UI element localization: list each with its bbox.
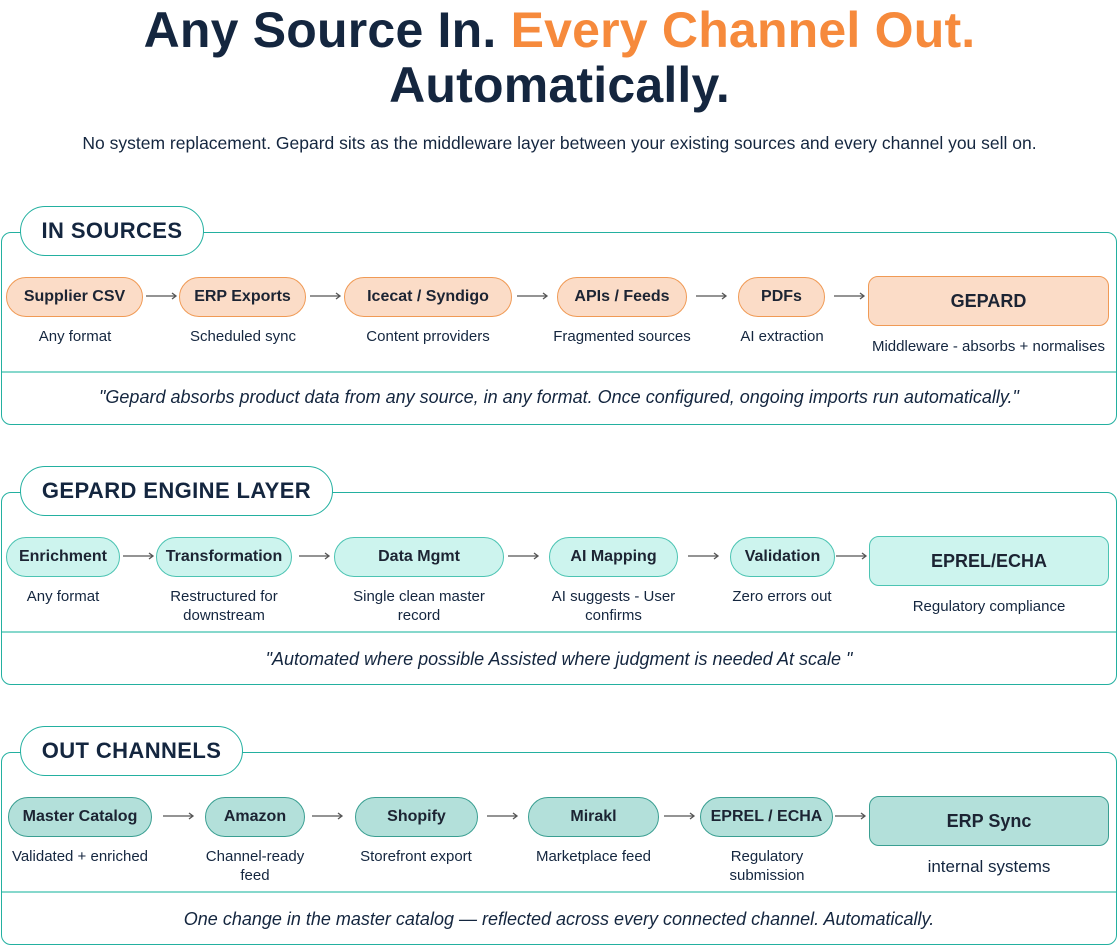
section-divider <box>2 891 1116 893</box>
section-out-channels: One change in the master catalog — refle… <box>1 752 1117 945</box>
node-gepard[interactable]: GEPARD <box>868 276 1109 326</box>
section-engine-layer: "Automated where possible Assisted where… <box>1 492 1117 685</box>
arrow-right-icon <box>833 290 867 302</box>
node-amazon[interactable]: Amazon <box>205 797 305 837</box>
section-in-sources: "Gepard absorbs product data from any so… <box>1 232 1117 425</box>
section-label-engine-layer: GEPARD ENGINE LAYER <box>20 466 333 516</box>
arrow-right-icon <box>834 810 868 822</box>
arrow-right-icon <box>695 290 729 302</box>
node-desc: Scheduled sync <box>190 328 296 345</box>
node-desc: internal systems <box>927 857 1051 876</box>
node-desc: Content prroviders <box>366 328 490 345</box>
node-desc: AI suggests - User confirms <box>551 588 676 624</box>
node-enrichment[interactable]: Enrichment <box>6 537 120 577</box>
node-erp-sync[interactable]: ERP Sync <box>869 796 1109 846</box>
node-erp-exports[interactable]: ERP Exports <box>179 277 306 317</box>
section-divider <box>2 371 1116 373</box>
node-desc: Channel-ready feed <box>205 848 305 884</box>
node-desc: Marketplace feed <box>535 848 652 865</box>
section-divider <box>2 631 1116 633</box>
node-desc: AI extraction <box>740 328 824 345</box>
node-supplier-csv[interactable]: Supplier CSV <box>6 277 143 317</box>
node-apis-feeds[interactable]: APIs / Feeds <box>557 277 687 317</box>
node-desc: Regulatory submission <box>729 848 805 884</box>
node-desc: Single clean master record <box>353 588 485 624</box>
node-master-catalog[interactable]: Master Catalog <box>8 797 152 837</box>
section-quote: One change in the master catalog — refle… <box>183 909 935 929</box>
arrow-right-icon <box>486 810 520 822</box>
hero-title-accent: Every Channel Out. <box>510 2 976 58</box>
hero-title-line1: Any Source In. Every Channel Out. <box>0 2 1119 58</box>
node-desc: Zero errors out <box>732 588 832 605</box>
arrow-right-icon <box>516 290 550 302</box>
node-desc: Storefront export <box>360 848 472 865</box>
node-icecat-syndigo[interactable]: Icecat / Syndigo <box>344 277 512 317</box>
section-quote: "Gepard absorbs product data from any so… <box>99 387 1019 407</box>
node-pdfs[interactable]: PDFs <box>738 277 825 317</box>
hero-subtitle: No system replacement. Gepard sits as th… <box>82 133 1037 153</box>
arrow-right-icon <box>162 810 196 822</box>
node-transformation[interactable]: Transformation <box>156 537 292 577</box>
node-ai-mapping[interactable]: AI Mapping <box>549 537 678 577</box>
arrow-right-icon <box>122 550 156 562</box>
node-eprel-echa-out[interactable]: EPREL / ECHA <box>700 797 833 837</box>
node-data-mgmt[interactable]: Data Mgmt <box>334 537 504 577</box>
arrow-right-icon <box>145 290 179 302</box>
node-desc: Any format <box>38 328 112 345</box>
arrow-right-icon <box>663 810 697 822</box>
arrow-right-icon <box>507 550 541 562</box>
node-desc: Regulatory compliance <box>912 598 1066 615</box>
arrow-right-icon <box>311 810 345 822</box>
arrow-right-icon <box>687 550 721 562</box>
hero-title-line2: Automatically. <box>389 57 730 113</box>
section-quote: "Automated where possible Assisted where… <box>265 649 853 669</box>
node-desc: Middleware - absorbs + normalises <box>871 338 1105 355</box>
node-desc: Validated + enriched <box>11 848 149 865</box>
section-label-in-sources: IN SOURCES <box>20 206 204 256</box>
node-mirakl[interactable]: Mirakl <box>528 797 659 837</box>
node-desc: Restructured for downstream <box>170 588 278 624</box>
arrow-right-icon <box>298 550 332 562</box>
node-desc: Any format <box>26 588 100 605</box>
hero-title-part1: Any Source In. <box>143 2 497 58</box>
node-shopify[interactable]: Shopify <box>355 797 478 837</box>
arrow-right-icon <box>309 290 343 302</box>
node-desc: Fragmented sources <box>553 328 691 345</box>
node-validation[interactable]: Validation <box>730 537 835 577</box>
arrow-right-icon <box>835 550 869 562</box>
node-eprel-echa[interactable]: EPREL/ECHA <box>869 536 1109 586</box>
section-label-out-channels: OUT CHANNELS <box>20 726 243 776</box>
